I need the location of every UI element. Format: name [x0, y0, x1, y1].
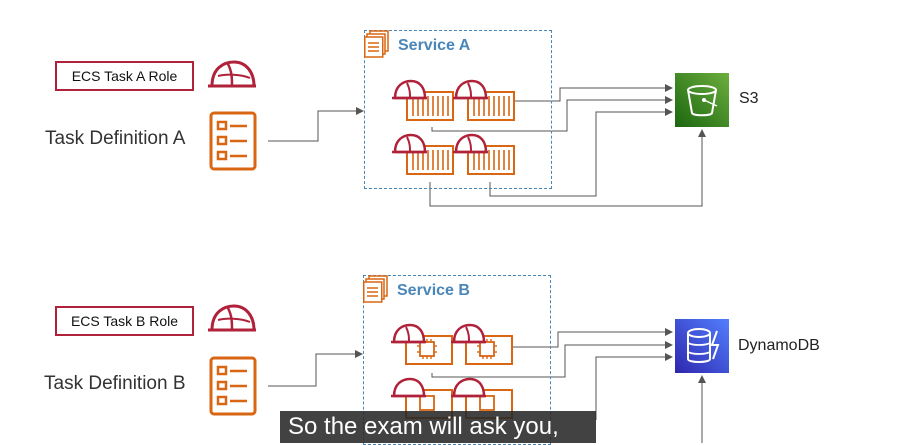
s3-label: S3: [739, 90, 759, 107]
service-stack-icon: [363, 275, 388, 303]
dynamodb-icon: [675, 319, 729, 373]
ecs-task-b-role-label: ECS Task B Role: [70, 313, 179, 329]
video-subtitle: So the exam will ask you,: [280, 411, 596, 443]
service-stack-icon: [364, 30, 389, 58]
task-a1-to-s3-arrow: [513, 84, 673, 102]
ecs-task-a-role-box: ECS Task A Role: [55, 61, 194, 91]
task-a4-to-s3-arrow: [429, 129, 706, 207]
task-container-icon: [392, 133, 454, 175]
task-b3-to-dynamodb-arrow: [595, 353, 673, 420]
service-b-title: Service B: [397, 282, 470, 299]
task-a3-to-s3-arrow: [489, 108, 673, 197]
task-container-icon: [453, 133, 515, 175]
task-a-to-service-arrow: [268, 107, 364, 142]
task-container-icon: [453, 79, 515, 121]
task-b2-to-dynamodb-arrow: [431, 341, 673, 378]
task-container-icon: [392, 79, 454, 121]
task-chip-container-icon: [451, 323, 513, 365]
dynamodb-label: DynamoDB: [738, 337, 820, 354]
task-definition-icon: [209, 111, 257, 171]
s3-bucket-icon: [675, 73, 729, 127]
service-a-box: [364, 30, 552, 189]
ecs-task-b-role-box: ECS Task B Role: [55, 306, 194, 336]
task-definition-icon: [209, 356, 257, 416]
service-a-title: Service A: [398, 37, 471, 54]
task-definition-a-label: Task Definition A: [45, 128, 186, 149]
role-helmet-icon: [208, 304, 256, 332]
ecs-task-a-role-label: ECS Task A Role: [71, 68, 178, 84]
task-definition-b-label: Task Definition B: [44, 373, 186, 394]
task-chip-container-icon: [391, 323, 453, 365]
task-b1-to-dynamodb-arrow: [510, 328, 673, 348]
task-a2-to-s3-arrow: [431, 96, 673, 132]
role-helmet-icon: [208, 60, 256, 88]
task-b-to-service-arrow: [268, 350, 363, 387]
